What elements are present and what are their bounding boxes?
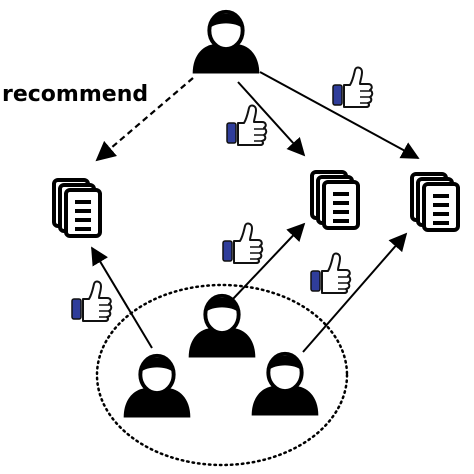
item-3-document-stack-icon [410, 172, 460, 232]
recommend-label: recommend [2, 82, 148, 107]
neighbor-user-right-person-icon [249, 351, 321, 418]
like-target-item-2-thumbs-up-icon [226, 104, 268, 146]
like-left-item-1-thumbs-up-icon [71, 280, 113, 322]
neighbor-user-left-person-icon [121, 353, 193, 420]
neighborhood-ellipse [95, 283, 349, 467]
like-right-item-3-thumbs-up-icon [310, 252, 352, 294]
recommend-arrow [95, 77, 194, 162]
target-user-to-item-3-arrow [259, 71, 420, 159]
like-middle-item-2-thumbs-up-icon [222, 222, 264, 264]
neighbor-middle-to-item-2-arrow [231, 222, 306, 301]
neighbor-user-middle-person-icon [186, 293, 258, 360]
item-2-document-stack-icon [310, 170, 360, 230]
like-target-item-3-thumbs-up-icon [332, 66, 374, 108]
target-user-to-item-2-arrow [237, 81, 306, 157]
neighbor-left-to-item-1-arrow [91, 246, 153, 349]
neighbor-right-to-item-3-arrow [302, 232, 408, 353]
target-user-person-icon [190, 9, 262, 76]
item-1-document-stack-icon [52, 178, 102, 238]
